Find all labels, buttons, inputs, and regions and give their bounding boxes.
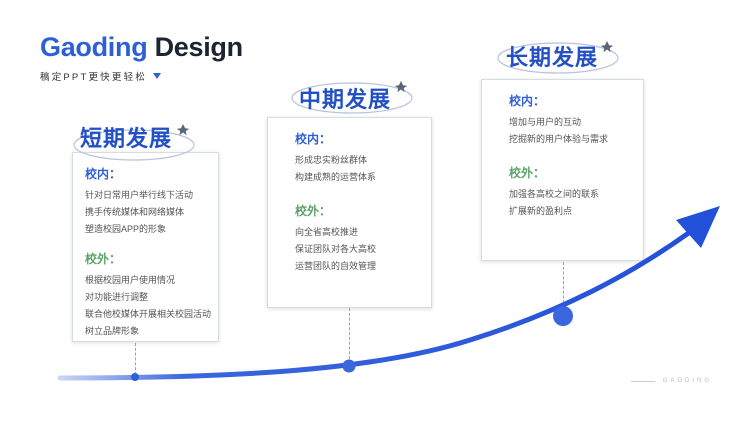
- section-list-campus: 增加与用户的互动 挖掘新的用户体验与需求: [509, 114, 631, 148]
- brand-subtitle: 稿定PPT更快更轻松: [40, 72, 147, 83]
- list-item: 对功能进行调整: [85, 292, 149, 302]
- list-item: 针对日常用户举行线下活动: [85, 190, 194, 200]
- timeline-dot-mid: [342, 359, 356, 373]
- section-heading-external: 校外：: [85, 252, 122, 266]
- list-item: 构建成熟的运营体系: [295, 172, 377, 182]
- section-list-external: 向全省高校推进 保证团队对各大高校 运营团队的自效管理: [295, 224, 419, 275]
- section-heading-campus: 校内：: [509, 94, 546, 108]
- connector-long: [563, 262, 564, 308]
- watermark: GAODING: [630, 378, 712, 384]
- watermark-text: GAODING: [662, 378, 712, 384]
- list-item: 根据校园用户使用情况: [85, 275, 176, 285]
- section-list-campus: 形成忠实粉丝群体 构建成熟的运营体系: [295, 152, 419, 186]
- connector-short: [135, 343, 136, 375]
- arrow-head-icon: [676, 206, 720, 248]
- phase-title-long: 长期发展: [506, 45, 599, 70]
- brand-title-part2: Design: [147, 32, 244, 62]
- section-list-external: 根据校园用户使用情况 对功能进行调整 联合他校媒体开展相关校园活动 树立品牌形象: [85, 272, 212, 340]
- phase-title-mid: 中期发展: [299, 87, 392, 112]
- connector-mid: [349, 308, 350, 364]
- section-heading-campus: 校内：: [295, 132, 332, 146]
- section-heading-external: 校外：: [509, 166, 546, 180]
- list-item: 树立品牌形象: [85, 326, 140, 336]
- phase-card-short: 校内： 针对日常用户举行线下活动 携手传统媒体和网络媒体 塑造校园APP的形象 …: [72, 152, 219, 342]
- title-ring-mid: [291, 81, 413, 114]
- list-item: 加强各高校之间的联系: [509, 189, 600, 199]
- phase-title-short: 短期发展: [80, 126, 173, 151]
- list-item: 扩展新的盈利点: [509, 206, 573, 216]
- list-item: 塑造校园APP的形象: [85, 224, 167, 234]
- dropdown-triangle-icon: [152, 73, 161, 79]
- list-item: 携手传统媒体和网络媒体: [85, 207, 185, 217]
- curve-line: [57, 229, 693, 381]
- brand-title: Gaoding Design: [40, 34, 243, 61]
- title-ring-long: [497, 41, 619, 74]
- phase-card-long: 校内： 增加与用户的互动 挖掘新的用户体验与需求 校外： 加强各高校之间的联系 …: [481, 79, 644, 261]
- brand-subtitle-row: 稿定PPT更快更轻松: [40, 69, 243, 83]
- list-item: 保证团队对各大高校: [295, 244, 377, 254]
- list-item: 挖掘新的用户体验与需求: [509, 134, 609, 144]
- list-item: 运营团队的自效管理: [295, 261, 377, 271]
- list-item: 联合他校媒体开展相关校园活动: [85, 309, 212, 319]
- section-heading-external: 校外：: [295, 204, 332, 218]
- list-item: 增加与用户的互动: [509, 117, 582, 127]
- list-item: 形成忠实粉丝群体: [295, 155, 368, 165]
- phase-card-mid: 校内： 形成忠实粉丝群体 构建成熟的运营体系 校外： 向全省高校推进 保证团队对…: [267, 117, 432, 308]
- timeline-dot-long: [553, 306, 573, 326]
- section-list-external: 加强各高校之间的联系 扩展新的盈利点: [509, 186, 631, 220]
- list-item: 向全省高校推进: [295, 227, 359, 237]
- brand-title-part1: Gaoding: [40, 32, 148, 62]
- brand: Gaoding Design 稿定PPT更快更轻松: [40, 34, 243, 84]
- watermark-line: [630, 380, 655, 382]
- section-heading-campus: 校内：: [85, 167, 122, 181]
- title-ring-short: [73, 124, 195, 161]
- section-list-campus: 针对日常用户举行线下活动 携手传统媒体和网络媒体 塑造校园APP的形象: [85, 187, 206, 238]
- timeline-dot-short: [131, 373, 139, 381]
